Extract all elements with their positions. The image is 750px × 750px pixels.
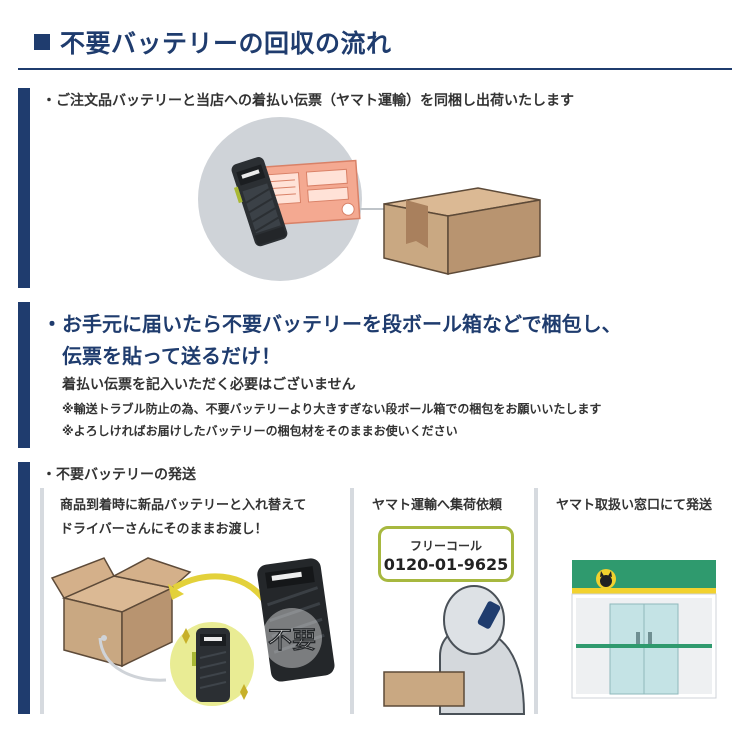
handover-line2: ドライバーさんにそのままお渡し！ [60,522,268,537]
step2-bar [18,302,30,448]
step2-note2: ※よろしければお届けしたバッテリーの梱包材をそのままお使いください [62,424,458,438]
step1-text: ・ご注文品バッテリーと当店への着払い伝票（ヤマト運輸）を同梱し出荷いたします [42,93,574,109]
cardboard-box-icon [383,187,541,275]
step1-illustration [198,117,541,281]
open-box-icon [50,557,192,668]
swap-arrow-icon [98,573,267,682]
pickup-illustration [383,585,526,715]
step2-heading-line2: 伝票を貼って送るだけ！ [62,344,281,368]
pickup-column: ヤマト運輸へ集荷依頼 フリーコール 0120-01-9625 [350,488,534,715]
pickup-title: ヤマト運輸へ集荷依頼 [372,498,503,513]
handover-illustration: 不要 [50,557,335,706]
freecall-label: フリーコール [409,539,482,553]
handover-column: 商品到着時に新品バッテリーと入れ替えて ドライバーさんにそのままお渡し！ [40,488,350,714]
cat-logo-icon [596,569,616,589]
step2-heading-line1: ・お手元に届いたら不要バッテリーを段ボール箱などで梱包し、 [42,312,622,336]
battery-icon [231,157,288,247]
counter-column: ヤマト取扱い窓口にて発送 [534,488,732,714]
badge-backdrop [262,608,322,668]
step3-section: ・不要バッテリーの発送 商品到着時に新品バッテリーと入れ替えて ドライバーさんに… [18,462,732,715]
handover-line1: 商品到着時に新品バッテリーと入れ替えて [60,498,307,513]
freecall-box: フリーコール 0120-01-9625 [378,526,514,582]
step3-bar [18,462,30,714]
step3-text: ・不要バッテリーの発送 [42,467,196,483]
parcel-box-icon [383,671,465,707]
store-icon [571,560,717,699]
step1-bar [18,88,30,288]
step2-subtext: 着払い伝票を記入いただく必要はございません [62,377,356,393]
freecall-number[interactable]: 0120-01-9625 [383,555,509,574]
sparkle-icon [182,628,248,700]
unneeded-badge: 不要 [268,626,316,654]
step2-section: ・お手元に届いたら不要バッテリーを段ボール箱などで梱包し、 伝票を貼って送るだけ… [18,302,732,448]
counter-title: ヤマト取扱い窓口にて発送 [556,498,713,513]
new-battery-icon [192,628,230,702]
step1-section: ・ご注文品バッテリーと当店への着払い伝票（ヤマト運輸）を同梱し出荷いたします [18,88,732,288]
page-title: 不要バッテリーの回収の流れ [60,29,392,58]
old-battery-icon [257,558,335,682]
page-header: 不要バッテリーの回収の流れ [18,22,732,70]
step2-note1: ※輸送トラブル防止の為、不要バッテリーより大きすぎない段ボール箱での梱包をお願い… [62,402,602,416]
header-square-icon [34,34,50,50]
store-illustration [571,560,717,699]
